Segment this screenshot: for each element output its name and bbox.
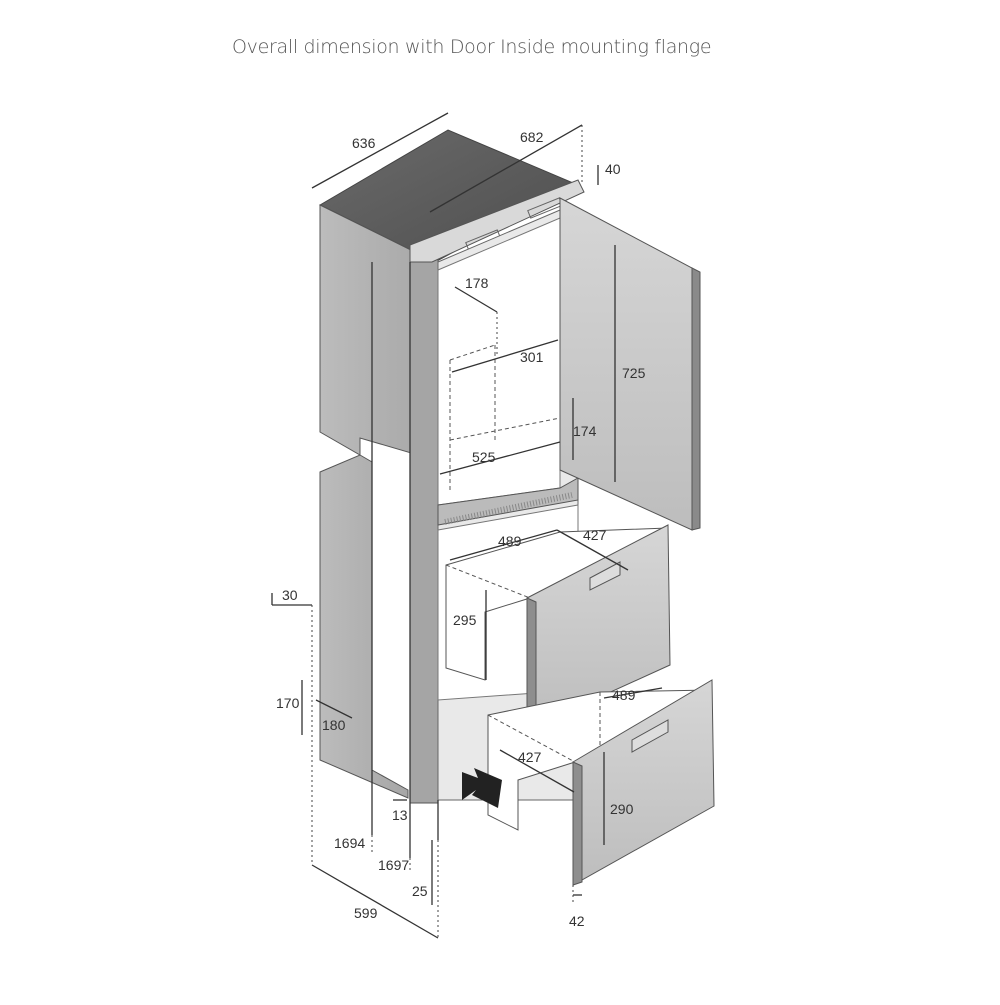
dim-label-295: 295 xyxy=(453,612,477,628)
dim-label-525: 525 xyxy=(472,449,496,465)
dim-label-1697: 1697 xyxy=(378,857,409,873)
upper-drawer-handle xyxy=(589,561,621,591)
dim-label-170: 170 xyxy=(276,695,300,711)
cabinet-left-side-lower xyxy=(319,454,409,799)
dim-label-180: 180 xyxy=(322,717,346,733)
dim-label-13: 13 xyxy=(392,807,408,823)
fridge-floor-grille xyxy=(437,477,579,526)
fridge-door xyxy=(559,197,693,531)
upper-drawer xyxy=(445,524,671,731)
dim-label-1694: 1694 xyxy=(334,835,365,851)
fridge-compartment xyxy=(437,217,579,526)
dim-label-178: 178 xyxy=(465,275,489,291)
dim-label-489-top: 489 xyxy=(498,533,522,549)
dim-label-290: 290 xyxy=(610,801,634,817)
diagram-title: Overall dimension with Door Inside mount… xyxy=(232,36,712,58)
dim-label-25: 25 xyxy=(412,883,428,899)
dimension-lines xyxy=(271,112,663,939)
dim-label-636: 636 xyxy=(352,135,376,151)
lower-drawer-front-edge xyxy=(572,761,583,886)
dim-label-599: 599 xyxy=(354,905,378,921)
dim-label-40: 40 xyxy=(605,161,621,177)
mounting-flange xyxy=(409,179,585,263)
dim-label-489-bottom: 489 xyxy=(612,687,636,703)
lower-drawer-box xyxy=(487,689,713,831)
lower-drawer-handle xyxy=(631,719,669,753)
dim-label-30: 30 xyxy=(282,587,298,603)
dim-label-174: 174 xyxy=(573,423,597,439)
dim-label-301: 301 xyxy=(520,349,544,365)
airflow-arrow-icon xyxy=(462,768,502,808)
dim-label-427-bottom: 427 xyxy=(518,749,542,765)
fridge-door-edge xyxy=(691,267,701,531)
dim-label-42: 42 xyxy=(569,913,585,929)
dim-label-427-top: 427 xyxy=(583,527,607,543)
lower-drawer xyxy=(487,679,715,886)
upper-drawer-box xyxy=(445,527,669,681)
dim-label-682: 682 xyxy=(520,129,544,145)
dimension-labels: 636 682 40 178 301 725 174 525 489 427 2… xyxy=(276,129,646,929)
dim-label-725: 725 xyxy=(622,365,646,381)
cabinet-front-frame xyxy=(409,257,439,804)
